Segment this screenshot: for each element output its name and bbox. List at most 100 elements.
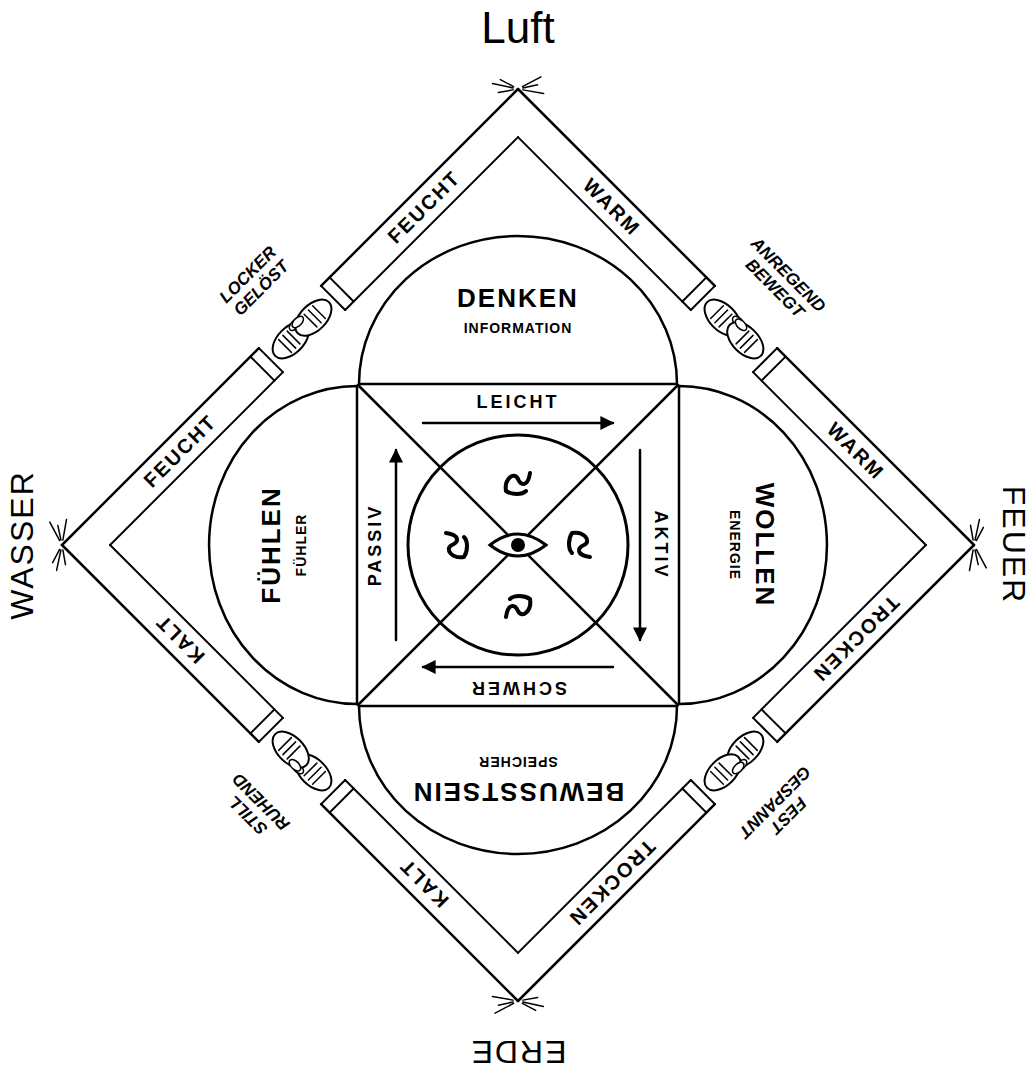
hand-palm [289,293,338,342]
lobe-outline [679,386,827,704]
faculty-subtext: ENERGIE [728,510,742,580]
faculty-heading: BEWUSSTSEIN [412,779,625,805]
quality-label: WARM [578,173,647,242]
corner-ray [498,1002,513,1005]
element-symbol [506,596,530,617]
direction-label: SCHWER [469,679,567,697]
sleeve-cuff [330,277,354,301]
direction-arrow [423,666,613,669]
corner-ray [956,527,971,542]
corner-ray [971,525,974,540]
hand [721,316,770,365]
hand-palm [721,316,770,365]
hand-palm [698,748,747,797]
corner-ray [975,550,978,565]
element-symbol [506,473,530,494]
lobe-outline [359,236,677,384]
hand-finger [736,331,749,344]
hand [698,748,747,797]
corner-ray [960,549,971,560]
corner-ray [504,987,515,998]
hand-finger [287,746,300,759]
direction-arrow [639,450,642,640]
lobe-content: FÜHLEN FÜHLER [208,385,358,705]
lobe-content: DENKEN INFORMATION [358,235,678,385]
faculty-subtext: INFORMATION [464,321,573,335]
hand-finger [719,763,732,776]
cross-line [358,385,678,705]
character-label: STILL RUHEND [216,769,294,847]
hand-palm [266,725,315,774]
hand-thumb [287,757,303,773]
sleeve-cuff [682,277,706,301]
corner-ray [522,93,533,104]
corner-ray [53,549,60,562]
element-symbol-stroke [446,533,467,557]
sleeve-cuff [250,357,274,381]
corner-ray [523,85,538,88]
character-label: ANREGEND BEWEGT [734,234,829,329]
lobe-outline [209,386,357,704]
direction-label: LEICHT [477,393,560,411]
direction-label: AKTIV [652,511,670,580]
hand-thumb [733,317,749,333]
hand [266,725,315,774]
sleeve-cuff [762,357,786,381]
corner-ray [66,531,77,542]
lobe-content: BEWUSSTSEIN SPEICHER [358,705,678,855]
sleeve-cuff [330,789,354,813]
quality-label: TROCKEN [807,590,905,688]
corner-ray [63,550,66,565]
faculty-lobe: BEWUSSTSEIN SPEICHER [358,705,678,855]
direction-label: PASSIV [366,504,384,587]
illustration-group [50,77,986,1013]
element-symbol [446,533,467,557]
eye-pupil [511,538,525,552]
corner-ray [522,1003,535,1010]
corner-ray [969,550,973,571]
faculty-subtext: FÜHLER [294,514,308,577]
corner-ray [523,90,544,94]
cross-line [358,385,678,705]
faculty-subtext: SPEICHER [478,755,558,769]
lobe-outline [359,706,677,854]
hand-finger [304,314,317,327]
element-name: WASSER [6,470,38,620]
faculty-heading: WOLLEN [752,483,778,608]
element-name: FEUER [998,486,1030,604]
corner-ray [500,80,513,87]
quality-label: FEUCHT [382,165,466,249]
hand [289,293,338,342]
corner-ray [523,998,538,1001]
sleeve-cuff [250,709,274,733]
quality-label: FEUCHT [138,409,222,493]
eye-symbol [490,534,546,556]
element-symbol-stroke [569,533,590,557]
quality-label: TROCKEN [563,834,661,932]
sleeve-cuff [682,789,706,813]
sleeve-cuff [762,709,786,733]
element-symbol-stroke [506,596,530,617]
element-name: ERDE [470,1036,567,1068]
character-label: FEST GESPANNT [735,762,827,854]
corner-ray [63,519,67,540]
corner-ray [522,983,537,998]
faculty-heading: DENKEN [457,285,579,311]
faculty-lobe: FÜHLEN FÜHLER [208,385,358,705]
corner-ray [500,93,515,108]
corner-ray [58,525,61,540]
quality-label: KALT [394,853,455,914]
corner-ray [498,90,513,93]
corner-ray [66,549,81,564]
faculty-heading: FÜHLEN [258,486,284,603]
character-label: LOCKER GELÖST [216,243,293,320]
faculty-lobe: WOLLEN ENERGIE [678,385,828,705]
lobe-content: WOLLEN ENERGIE [678,385,828,705]
faculty-lobe: DENKEN INFORMATION [358,235,678,385]
element-name: Luft [481,6,554,50]
element-symbol-stroke [506,473,530,494]
direction-arrow [395,450,398,640]
eye-outline [490,534,546,556]
